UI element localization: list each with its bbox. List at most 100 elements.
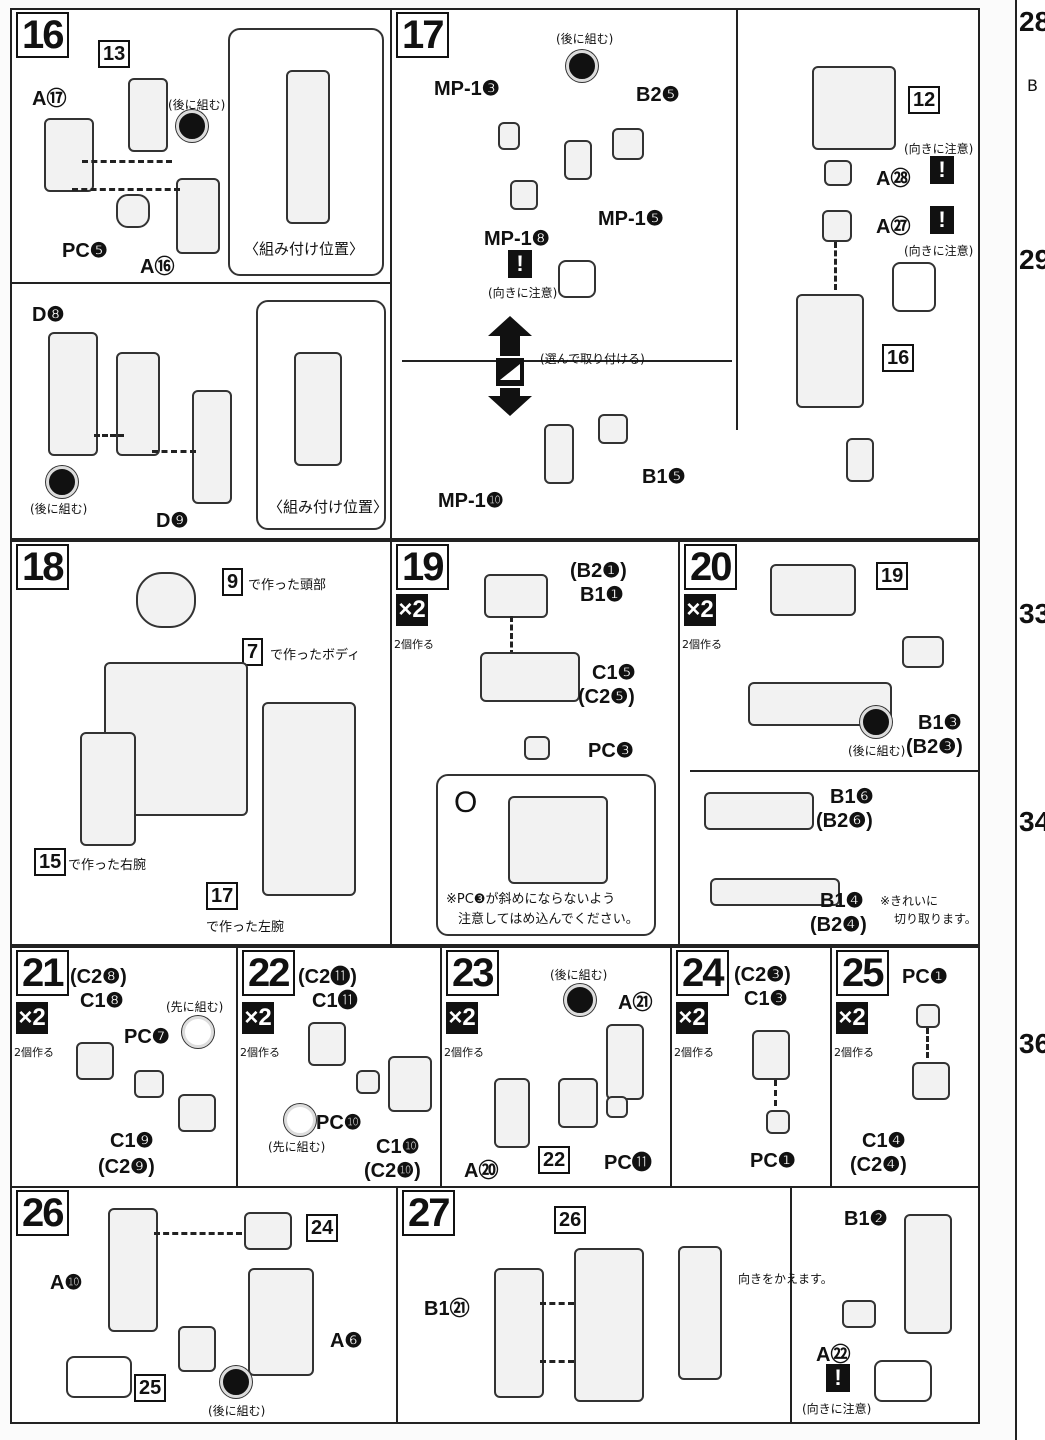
part-a10 xyxy=(108,1208,158,1332)
hint-icon xyxy=(66,1356,132,1398)
assembly-arrow xyxy=(154,1232,242,1235)
make-two-label: 2個作る xyxy=(682,638,722,651)
make-two-label: 2個作る xyxy=(674,1046,714,1059)
divider xyxy=(12,282,390,284)
tip-note: 注意してはめ込んでください。 xyxy=(458,912,639,927)
note-cut: 切り取ります。 xyxy=(894,912,977,926)
note-turn: 向きをかえます。 xyxy=(738,1272,833,1286)
ok-mark: O xyxy=(454,786,478,819)
tip-box: O ※PC❸が斜めにならないよう 注意してはめ込んでください。 xyxy=(436,774,656,936)
label-c13: C1❸ xyxy=(744,988,788,1010)
part-12 xyxy=(812,66,896,150)
label-c210: (C2❿) xyxy=(364,1160,421,1182)
label-a10: A❿ xyxy=(50,1272,83,1294)
part-b121 xyxy=(494,1268,544,1398)
warning-icon: ! xyxy=(930,156,954,184)
ref-13: 13 xyxy=(98,40,131,68)
label-c28: (C2❽) xyxy=(70,966,127,988)
part-b25 xyxy=(612,128,644,160)
step-number: 22 xyxy=(242,950,295,996)
part-16 xyxy=(796,294,864,408)
ref-22: 22 xyxy=(538,1146,571,1174)
warning-icon: ! xyxy=(826,1364,850,1392)
note-back: (後に組む) xyxy=(168,98,226,112)
step-number: 20 xyxy=(684,544,737,590)
ref-7: 7 xyxy=(242,638,264,666)
label-a20: A⑳ xyxy=(464,1160,499,1182)
step-number: 19 xyxy=(396,544,449,590)
ref-15: 15 xyxy=(34,848,67,876)
assembly-arrow xyxy=(774,1080,777,1106)
part-c110 xyxy=(388,1056,432,1112)
assembly-arrow xyxy=(834,242,837,290)
part-a21 xyxy=(606,1024,644,1100)
part-center xyxy=(116,352,160,456)
make-two-label: 2個作る xyxy=(14,1046,54,1059)
part-26 xyxy=(574,1248,644,1402)
part-hand-3 xyxy=(846,438,874,482)
note-back: (後に組む) xyxy=(550,968,608,982)
hint-icon xyxy=(892,262,936,312)
step-19-panel: 19 ×2 2個作る (B2❶) B1❶ C1❺ (C2❺) PC❸ O ※PC… xyxy=(390,540,680,946)
edge-letter: B xyxy=(1027,76,1038,95)
part-b14 xyxy=(710,878,840,906)
assemble-later-icon xyxy=(176,110,208,142)
label-a21: A㉑ xyxy=(618,992,653,1014)
part-head xyxy=(136,572,196,628)
part-hand xyxy=(564,140,592,180)
make-two-label: 2個作る xyxy=(444,1046,484,1059)
part-c15 xyxy=(480,652,580,702)
label-c19: C1❾ xyxy=(110,1130,154,1152)
assemble-later-icon xyxy=(220,1366,252,1398)
ref-26: 26 xyxy=(554,1206,587,1234)
step-23-panel: 23 ×2 2個作る (後に組む) A㉑ A⑳ 22 PC⓫ xyxy=(440,946,672,1188)
part-pc11 xyxy=(606,1096,628,1118)
ref-17: 17 xyxy=(206,882,239,910)
part-25 xyxy=(178,1326,216,1372)
times-two-badge: ×2 xyxy=(446,1002,478,1034)
part-right-shell xyxy=(678,1246,722,1380)
inset-position-1: 〈組み付け位置〉 xyxy=(228,28,384,276)
label-b24: (B2❹) xyxy=(810,914,867,936)
note-back: (後に組む) xyxy=(30,502,88,516)
step-25-panel: 25 ×2 2個作る PC❶ C1❹ (C2❹) xyxy=(830,946,980,1188)
make-two-label: 2個作る xyxy=(394,638,434,651)
label-c14: C1❹ xyxy=(862,1130,906,1152)
right-edge-panels: 28 B 29 33 34 36 xyxy=(1015,0,1045,1440)
label-b23: (B2❸) xyxy=(906,736,963,758)
step-number: 23 xyxy=(446,950,499,996)
assembly-arrow xyxy=(540,1302,574,1305)
label-a6: A❻ xyxy=(330,1330,363,1352)
inset-part xyxy=(294,352,342,466)
label-mp13: MP-1❸ xyxy=(434,78,500,100)
label-c29: (C2❾) xyxy=(98,1156,155,1178)
step-26-panel: 26 A❿ 24 A❻ 25 (後に組む) xyxy=(10,1186,398,1424)
label-pc5: PC❺ xyxy=(62,240,108,262)
part-a22 xyxy=(842,1300,876,1328)
note-pre: (先に組む) xyxy=(166,1000,224,1014)
label-b16: B1❻ xyxy=(830,786,874,808)
label-b121: B1㉑ xyxy=(424,1298,470,1320)
tip-part xyxy=(508,796,608,884)
assemble-first-icon xyxy=(284,1104,316,1136)
assembly-arrow xyxy=(152,450,196,453)
assemble-later-icon xyxy=(566,50,598,82)
ref-16: 16 xyxy=(882,344,915,372)
note-back: (後に組む) xyxy=(848,744,906,758)
edge-step: 33 xyxy=(1019,598,1045,629)
warning-icon: ! xyxy=(930,206,954,234)
part-b11 xyxy=(484,574,548,618)
assembly-arrow xyxy=(82,160,172,163)
part-pc1 xyxy=(916,1004,940,1028)
label-a22: A㉒ xyxy=(816,1344,851,1366)
part-13 xyxy=(128,78,168,152)
note-pre: (先に組む) xyxy=(268,1140,326,1154)
label-b15: B1❺ xyxy=(642,466,686,488)
step-22-panel: 22 ×2 2個作る (C2⓫) C1⓫ (先に組む) PC❿ C1❿ (C2❿… xyxy=(236,946,442,1188)
note-care: (向きに注意) xyxy=(488,286,558,300)
step-number: 27 xyxy=(402,1190,455,1236)
part-c14 xyxy=(912,1062,950,1100)
inset-part xyxy=(286,70,330,224)
note-back: (後に組む) xyxy=(208,1404,266,1418)
